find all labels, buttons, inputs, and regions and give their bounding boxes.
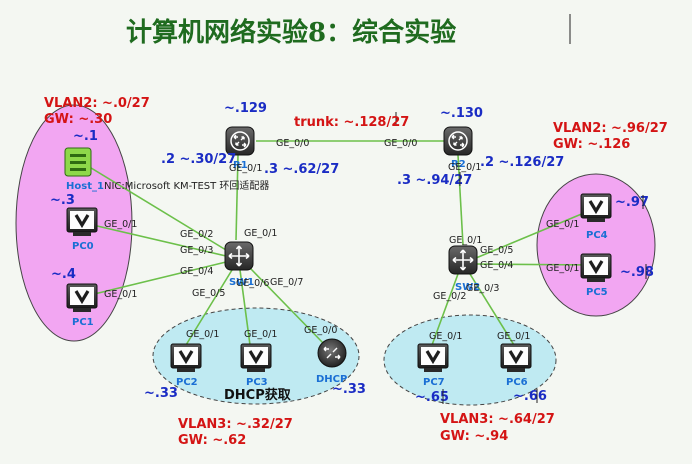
link-r1-sw1 bbox=[235, 154, 239, 241]
port-label: GE_0/0 bbox=[304, 325, 337, 336]
pc1-address: ~.4 bbox=[51, 267, 76, 282]
r1-address: ~.129 bbox=[224, 101, 267, 116]
pc0-icon[interactable] bbox=[66, 207, 98, 237]
trunk-label: trunk: ~.128/27 bbox=[294, 115, 409, 130]
links bbox=[77, 140, 597, 346]
link-r2-sw2 bbox=[457, 154, 464, 246]
pc3-icon[interactable] bbox=[240, 343, 272, 373]
vlan2-right-gw: GW: ~.126 bbox=[553, 137, 630, 152]
pc4-address: ~.97 bbox=[615, 195, 649, 210]
port-label: GE_0/1 bbox=[244, 228, 277, 239]
sw2-name: SW2 bbox=[455, 282, 480, 293]
vlan3-right-label: VLAN3: ~.64/27 bbox=[440, 412, 555, 427]
port-label: GE_0/1 bbox=[104, 219, 137, 230]
port-label: GE_0/3 bbox=[180, 245, 213, 256]
port-label: GE_0/4 bbox=[480, 260, 513, 271]
link-pc3-sw1 bbox=[239, 269, 251, 346]
link-host1-sw1 bbox=[77, 159, 227, 251]
vlan3-right-zone bbox=[383, 314, 557, 406]
router-r2-icon[interactable] bbox=[443, 126, 473, 156]
pc1-name: PC1 bbox=[72, 317, 94, 328]
vlan2-left-gw: GW: ~.30 bbox=[44, 112, 112, 127]
port-label: GE_0/2 bbox=[433, 291, 466, 302]
vlan3-left-gw: GW: ~.62 bbox=[178, 433, 246, 448]
port-label: GE_0/1 bbox=[244, 329, 277, 340]
router-r1-icon[interactable] bbox=[225, 126, 255, 156]
pc4-icon[interactable] bbox=[580, 193, 612, 223]
port-label: GE_0/1 bbox=[448, 162, 481, 173]
dhcp-name: DHCP bbox=[316, 374, 347, 385]
switch-sw1-icon[interactable] bbox=[224, 241, 254, 271]
pc7-name: PC7 bbox=[423, 377, 445, 388]
pc2-address: ~.33 bbox=[144, 386, 178, 401]
link-pc7-sw2 bbox=[431, 273, 459, 346]
vlan3-left-label: VLAN3: ~.32/27 bbox=[178, 417, 293, 432]
port-label: GE_0/0 bbox=[384, 138, 417, 149]
port-label: GE_0/1 bbox=[186, 329, 219, 340]
port-label: GE_0/1 bbox=[104, 289, 137, 300]
vlan3-right-gw: GW: ~.94 bbox=[440, 429, 508, 444]
r1-subif-left: .2 ~.30/27 bbox=[161, 152, 236, 167]
host1-address: ~.1 bbox=[73, 129, 98, 144]
port-label: GE_0/2 bbox=[180, 229, 213, 240]
nic-label: NIC:Microsoft KM-TEST 环回适配器 bbox=[104, 180, 269, 192]
pc7-address: ~.65 bbox=[415, 390, 449, 405]
port-label: GE_0/6 bbox=[236, 278, 269, 289]
r2-address: ~.130 bbox=[440, 106, 483, 121]
port-label: GE_0/7 bbox=[270, 277, 303, 288]
link-pc5-sw2 bbox=[475, 263, 597, 266]
page-title: 计算机网络实验8：综合实验 bbox=[126, 17, 456, 48]
vlan2-right-label: VLAN2: ~.96/27 bbox=[553, 121, 668, 136]
link-pc0-sw1 bbox=[79, 221, 227, 257]
port-label: GE_0/1 bbox=[449, 235, 482, 246]
server-host1-icon[interactable] bbox=[64, 147, 92, 177]
sw1-name: SW1 bbox=[229, 277, 254, 288]
r1-name: R1 bbox=[233, 160, 248, 171]
pc0-name: PC0 bbox=[72, 241, 94, 252]
pc0-address: ~.3 bbox=[50, 193, 75, 208]
r2-name: R2 bbox=[451, 159, 466, 170]
r1-subif-right: .3 ~.62/27 bbox=[264, 162, 339, 177]
port-label: GE_0/5 bbox=[480, 245, 513, 256]
port-label: GE_0/5 bbox=[192, 288, 225, 299]
link-dhcp-sw1 bbox=[249, 267, 326, 346]
port-label: GE_0/3 bbox=[466, 283, 499, 294]
pc6-name: PC6 bbox=[506, 377, 528, 388]
pc5-name: PC5 bbox=[586, 287, 608, 298]
r2-subif-right: .2 ~.126/27 bbox=[480, 155, 564, 170]
port-label: GE_0/1 bbox=[229, 163, 262, 174]
pc2-name: PC2 bbox=[176, 377, 198, 388]
link-pc1-sw1 bbox=[81, 261, 227, 298]
pc7-icon[interactable] bbox=[417, 343, 449, 373]
pc1-icon[interactable] bbox=[66, 283, 98, 313]
port-label: GE_0/1 bbox=[497, 331, 530, 342]
host1-name: Host_1 bbox=[66, 181, 104, 192]
vlan2-left-label: VLAN2: ~.0/27 bbox=[44, 96, 150, 111]
dhcp-server-icon[interactable] bbox=[317, 338, 347, 368]
pc5-address: ~.98 bbox=[620, 265, 654, 280]
port-label: GE_0/1 bbox=[546, 263, 579, 274]
port-label: GE_0/0 bbox=[276, 138, 309, 149]
r2-subif-left: .3 ~.94/27 bbox=[397, 173, 472, 188]
port-label: GE_0/4 bbox=[180, 266, 213, 277]
link-pc2-sw1 bbox=[185, 269, 233, 346]
dhcp-note: DHCP获取 bbox=[224, 387, 292, 403]
pc2-icon[interactable] bbox=[170, 343, 202, 373]
port-label: GE_0/1 bbox=[429, 331, 462, 342]
pc6-icon[interactable] bbox=[500, 343, 532, 373]
dhcp-address: ~.33 bbox=[332, 382, 366, 397]
pc4-name: PC4 bbox=[586, 230, 608, 241]
link-pc4-sw2 bbox=[475, 207, 597, 259]
pc6-address: ~.66 bbox=[513, 389, 547, 404]
pc5-icon[interactable] bbox=[580, 253, 612, 283]
switch-sw2-icon[interactable] bbox=[448, 245, 478, 275]
link-pc6-sw2 bbox=[469, 273, 515, 346]
port-label: GE_0/1 bbox=[546, 219, 579, 230]
pc3-name: PC3 bbox=[246, 377, 268, 388]
vlan2-right-zone bbox=[536, 173, 656, 317]
